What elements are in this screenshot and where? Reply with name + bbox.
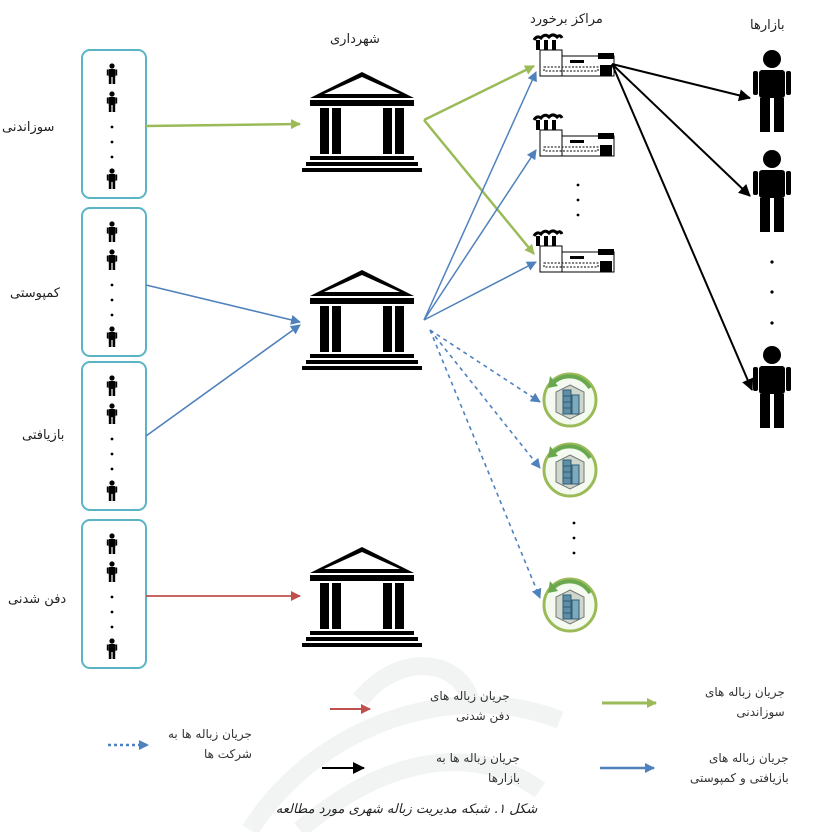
flow-arrow-recycle-to-municipality: [145, 324, 301, 437]
legend-label-companies: جریان زباله ها به شرکت ها: [168, 724, 252, 764]
legend-text-line: بازارها: [488, 771, 520, 785]
market-person-icon: [753, 150, 791, 232]
recycling-company-icon: [542, 442, 598, 498]
waste-type-label-compost: کمپوستی: [10, 286, 60, 301]
flow-arrow-to-market: [611, 63, 751, 197]
flow-arrow-compost-to-municipality: [145, 284, 301, 325]
legend-text-line: دفن شدنی: [456, 709, 510, 723]
person-icon: [106, 403, 118, 424]
person-icon: [106, 326, 118, 347]
source-group-landfill: [81, 519, 147, 669]
flow-arrow-incinerable-to-center: [423, 119, 535, 255]
flow-arrow-to-market: [611, 63, 754, 391]
ellipsis-dots: [572, 521, 576, 555]
person-icon: [106, 533, 118, 554]
waste-type-label-incinerable: سوزاندنی: [2, 120, 55, 135]
person-icon: [106, 375, 118, 396]
flow-arrow-to-company: [429, 329, 542, 599]
person-icon: [106, 480, 118, 501]
ellipsis-dots: [770, 260, 774, 325]
legend-label-recycle-compost: جریان زباله های بازیافتی و کمپوستی: [690, 748, 789, 788]
factory-icon: [532, 33, 616, 78]
source-group-incinerable: [81, 49, 147, 199]
person-icon: [106, 91, 118, 112]
legend-text-line: جریان زباله های: [705, 685, 785, 699]
flow-arrow-to-company: [429, 329, 541, 469]
municipality-header: شهرداری: [330, 32, 380, 47]
legend-label-markets: جریان زباله ها به بازارها: [436, 748, 520, 788]
legend-text-line: جریان زباله ها به: [436, 751, 520, 765]
flow-arrow-incinerable-to-municipality: [145, 119, 301, 130]
market-person-icon: [753, 50, 791, 132]
background-watermark: [242, 657, 564, 832]
ellipsis-dots: [110, 125, 114, 629]
person-icon: [106, 221, 118, 242]
legend-label-landfill: جریان زباله های دفن شدنی: [430, 686, 510, 726]
person-icon: [106, 168, 118, 189]
market-person-icon: [753, 346, 791, 428]
flow-arrow-to-market: [611, 63, 751, 102]
recycling-company-icon: [542, 577, 598, 633]
municipality-building-icon: [302, 72, 422, 172]
figure-caption: شکل ۱. شبکه مدیریت زباله شهری مورد مطالع…: [275, 802, 538, 817]
waste-type-label-landfill: دفن شدنی: [8, 592, 67, 607]
source-group-compost: [81, 207, 147, 357]
flow-arrow-recycle-to-center: [423, 149, 537, 321]
factory-icon: [532, 229, 616, 274]
legend-text-line: بازیافتی و کمپوستی: [690, 771, 789, 785]
markets-header: بازارها: [750, 18, 785, 33]
legend-label-incinerable: جریان زباله های سوزاندنی: [705, 682, 785, 722]
waste-type-label-recycle: بازیافتی: [22, 428, 65, 443]
person-icon: [106, 249, 118, 270]
flow-arrow-incinerable-to-center: [423, 64, 535, 122]
recycling-company-icon: [542, 372, 598, 428]
legend-text-line: جریان زباله های: [430, 689, 510, 703]
treatment-centers-header: مراکز برخورد: [530, 12, 603, 27]
municipality-building-icon: [302, 547, 422, 647]
legend-text-line: جریان زباله ها به: [168, 727, 252, 741]
municipality-building-icon: [302, 270, 422, 370]
flow-arrow-to-company: [429, 329, 541, 403]
legend-text-line: جریان زباله های: [708, 751, 789, 765]
person-icon: [106, 561, 118, 582]
ellipsis-dots: [576, 183, 580, 217]
legend-text-line: شرکت ها: [203, 747, 252, 761]
flow-arrow-recycle-to-center: [423, 71, 537, 321]
person-icon: [106, 63, 118, 84]
flow-arrow-recycle-to-center: [423, 261, 537, 321]
person-icon: [106, 638, 118, 659]
factory-icon: [532, 113, 616, 158]
legend-text-line: سوزاندنی: [736, 705, 785, 719]
